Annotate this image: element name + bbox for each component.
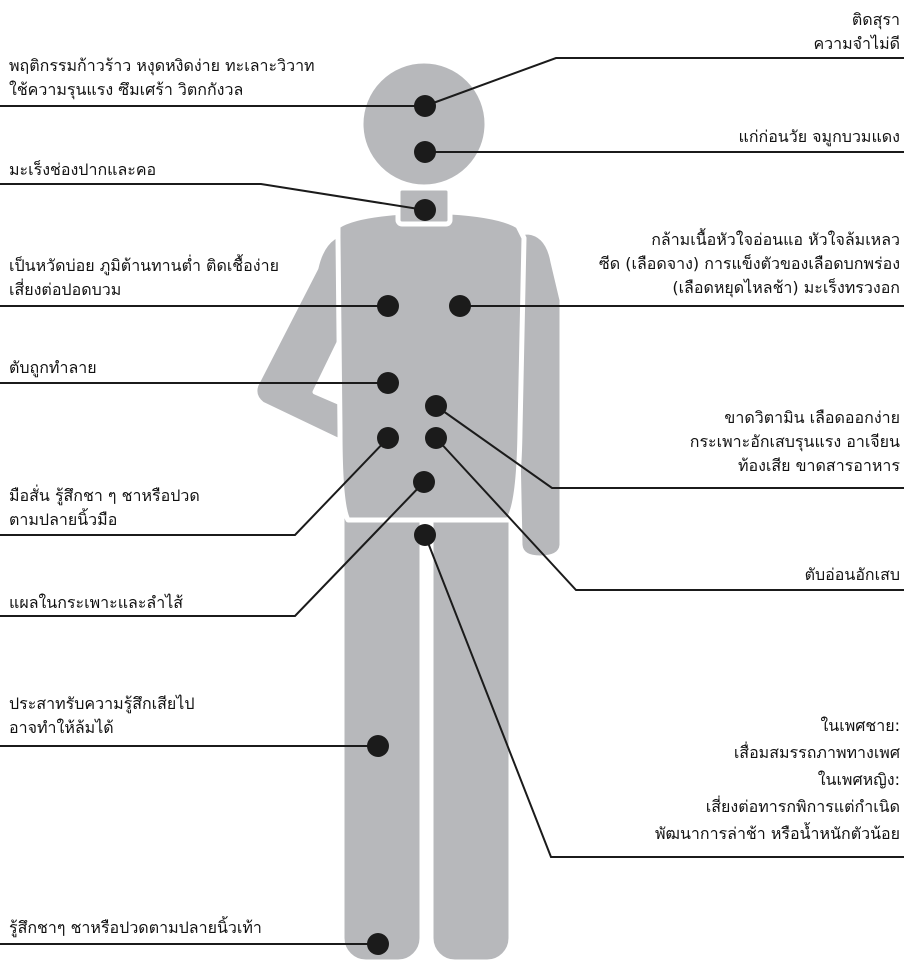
leader-throat	[0, 184, 425, 210]
label-hands: มือสั่น รู้สึกชา ๆ ชาหรือปวด ตามปลายนิ้ว…	[9, 484, 200, 532]
label-heart: กล้ามเนื้อหัวใจอ่อนแอ หัวใจล้มเหลว ซีด (…	[599, 228, 900, 300]
label-sexual: ในเพศชาย: เสื่อมสมรรถภาพทางเพศ ในเพศหญิง…	[655, 712, 900, 847]
label-stomach-line-3: ท้องเสีย ขาดสารอาหาร	[690, 454, 900, 478]
label-aging: แก่ก่อนวัย จมูกบวมแดง	[739, 125, 901, 149]
marker-hand	[377, 427, 399, 449]
label-heart-line-1: กล้ามเนื้อหัวใจอ่อนแอ หัวใจล้มเหลว	[599, 228, 900, 252]
label-nerves-line-2: อาจทำให้ล้มได้	[9, 716, 194, 740]
label-ulcer-line-1: แผลในกระเพาะและลำไส้	[9, 591, 183, 615]
label-sexual-line-4: เสี่ยงต่อทารกพิการแต่กำเนิด	[655, 793, 900, 820]
marker-brain	[414, 95, 436, 117]
marker-intestine	[413, 471, 435, 493]
right-leg	[342, 490, 422, 962]
marker-pancreas	[425, 427, 447, 449]
label-alcohol-line-1: ติดสุรา	[813, 8, 900, 32]
label-nerves-line-1: ประสาทรับความรู้สึกเสียไป	[9, 692, 194, 716]
label-alcohol: ติดสุรา ความจำไม่ดี	[813, 8, 900, 56]
label-liver-line-1: ตับถูกทำลาย	[9, 356, 97, 380]
marker-reproductive	[414, 524, 436, 546]
marker-nose	[414, 141, 436, 163]
human-silhouette	[255, 61, 562, 962]
marker-throat	[414, 199, 436, 221]
leader-alcohol	[425, 58, 904, 106]
label-heart-line-2: ซีด (เลือดจาง) การแข็งตัวของเลือดบกพร่อง	[599, 252, 900, 276]
label-behavior: พฤติกรรมก้าวร้าว หงุดหงิดง่าย ทะเลาะวิวา…	[9, 54, 315, 102]
label-lungs-line-2: เสี่ยงต่อปอดบวม	[9, 278, 279, 302]
label-ulcer: แผลในกระเพาะและลำไส้	[9, 591, 183, 615]
label-hands-line-1: มือสั่น รู้สึกชา ๆ ชาหรือปวด	[9, 484, 200, 508]
label-throat: มะเร็งช่องปากและคอ	[9, 158, 156, 182]
label-sexual-line-5: พัฒนาการล่าช้า หรือน้ำหนักตัวน้อย	[655, 820, 900, 847]
marker-lung	[377, 295, 399, 317]
label-throat-line-1: มะเร็งช่องปากและคอ	[9, 158, 156, 182]
label-stomach: ขาดวิตามิน เลือดออกง่าย กระเพาะอักเสบรุน…	[690, 406, 900, 478]
label-sexual-line-3: ในเพศหญิง:	[655, 766, 900, 793]
label-liver: ตับถูกทำลาย	[9, 356, 97, 380]
marker-foot	[367, 933, 389, 955]
label-behavior-line-1: พฤติกรรมก้าวร้าว หงุดหงิดง่าย ทะเลาะวิวา…	[9, 54, 315, 78]
marker-leg-nerve	[367, 735, 389, 757]
marker-stomach	[425, 395, 447, 417]
label-heart-line-3: (เลือดหยุดไหลช้า) มะเร็งทรวงอก	[599, 276, 900, 300]
label-sexual-line-2: เสื่อมสมรรถภาพทางเพศ	[655, 739, 900, 766]
label-stomach-line-2: กระเพาะอักเสบรุนแรง อาเจียน	[690, 430, 900, 454]
label-stomach-line-1: ขาดวิตามิน เลือดออกง่าย	[690, 406, 900, 430]
label-pancreas: ตับอ่อนอักเสบ	[805, 563, 900, 587]
label-sexual-line-1: ในเพศชาย:	[655, 712, 900, 739]
label-lungs-line-1: เป็นหวัดบ่อย ภูมิต้านทานต่ำ ติดเชื้อง่าย	[9, 254, 279, 278]
label-lungs: เป็นหวัดบ่อย ภูมิต้านทานต่ำ ติดเชื้อง่าย…	[9, 254, 279, 302]
label-pancreas-line-1: ตับอ่อนอักเสบ	[805, 563, 900, 587]
marker-heart	[449, 295, 471, 317]
head	[361, 61, 487, 187]
label-behavior-line-2: ใช้ความรุนแรง ซึมเศร้า วิตกกังวล	[9, 78, 315, 102]
label-feet: รู้สึกชาๆ ชาหรือปวดตามปลายนิ้วเท้า	[9, 916, 262, 940]
label-aging-line-1: แก่ก่อนวัย จมูกบวมแดง	[739, 125, 901, 149]
label-alcohol-line-2: ความจำไม่ดี	[813, 32, 900, 56]
label-hands-line-2: ตามปลายนิ้วมือ	[9, 508, 200, 532]
marker-liver	[377, 372, 399, 394]
label-feet-line-1: รู้สึกชาๆ ชาหรือปวดตามปลายนิ้วเท้า	[9, 916, 262, 940]
label-nerves: ประสาทรับความรู้สึกเสียไป อาจทำให้ล้มได้	[9, 692, 194, 740]
